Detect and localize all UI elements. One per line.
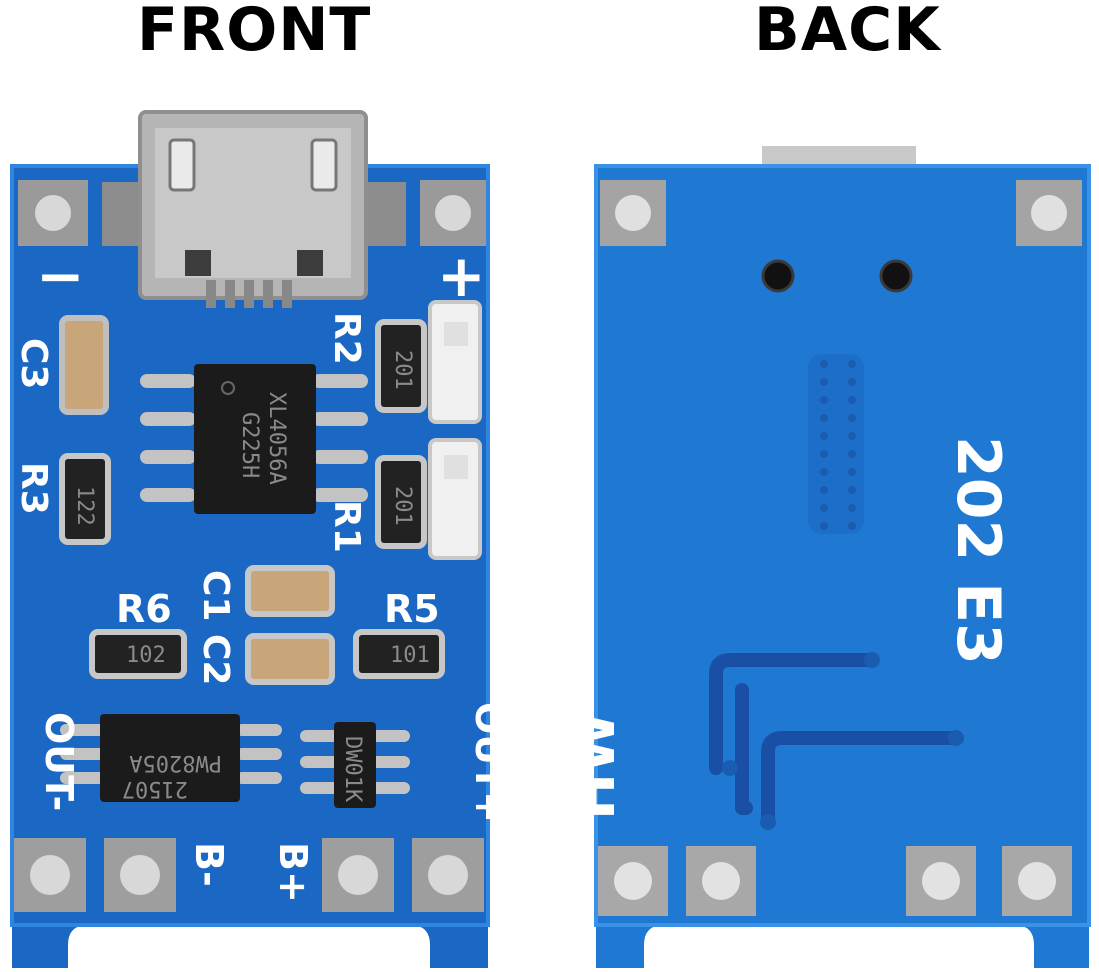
r5-code: 101 — [390, 643, 430, 668]
capacitor-c3 — [59, 315, 109, 415]
back-traces — [709, 653, 963, 829]
label-r1: R1 — [326, 500, 367, 553]
mosfet-chip — [60, 714, 282, 802]
label-c3: C3 — [13, 338, 54, 389]
mosfet-marking-1: 21507 — [122, 776, 188, 801]
main-ic-marking-2: G225H — [237, 412, 262, 478]
main-ic-marking-1: XL4056A — [264, 392, 289, 485]
maker-label: HW — [563, 711, 628, 820]
protect-ic-marking: DW01K — [340, 736, 365, 803]
back-top-pads — [600, 180, 1082, 246]
r6-code: 102 — [126, 643, 166, 668]
label-c1: C1 — [195, 570, 236, 621]
label-r6: R6 — [116, 587, 172, 631]
protection-ic — [300, 722, 410, 808]
label-r5: R5 — [384, 587, 440, 631]
label-minus: − — [36, 242, 85, 310]
label-r3: R3 — [13, 462, 54, 515]
resistor-r5 — [353, 629, 445, 679]
resistor-r1 — [375, 455, 427, 549]
front-bottom-pads — [14, 838, 484, 912]
charger-ic — [140, 364, 368, 514]
label-b-plus: B+ — [271, 842, 315, 903]
label-c2: C2 — [195, 634, 236, 685]
front-top-pads — [18, 180, 486, 246]
back-heading: BACK — [754, 0, 941, 65]
r3-code: 122 — [72, 486, 97, 526]
capacitor-c2 — [245, 633, 335, 685]
micro-usb-connector — [138, 110, 368, 308]
label-b-minus: B- — [187, 842, 231, 887]
resistor-r3 — [59, 453, 111, 545]
front-board: − + C3 XL4056A G225H 201 R2 — [10, 110, 511, 968]
board-code: 202 E3 — [943, 436, 1013, 665]
mosfet-marking-2: PW8205A — [129, 750, 222, 775]
label-plus: + — [437, 242, 486, 310]
resistor-r6 — [89, 629, 187, 679]
label-out-minus: OUT- — [37, 712, 81, 811]
led-bottom — [428, 438, 482, 560]
label-out-plus: OUT+ — [467, 702, 511, 823]
via-array — [808, 354, 864, 534]
led-top — [428, 300, 482, 424]
r1-code: 201 — [390, 486, 415, 526]
resistor-r2 — [375, 319, 427, 413]
usb-shell-edge — [762, 146, 916, 168]
r2-code: 201 — [390, 350, 415, 390]
capacitor-c1 — [245, 565, 335, 617]
back-bottom-pads — [598, 846, 1072, 916]
back-board: 202 E3 HW — [563, 146, 1091, 968]
label-r2: R2 — [326, 312, 367, 365]
front-heading: FRONT — [137, 0, 372, 65]
